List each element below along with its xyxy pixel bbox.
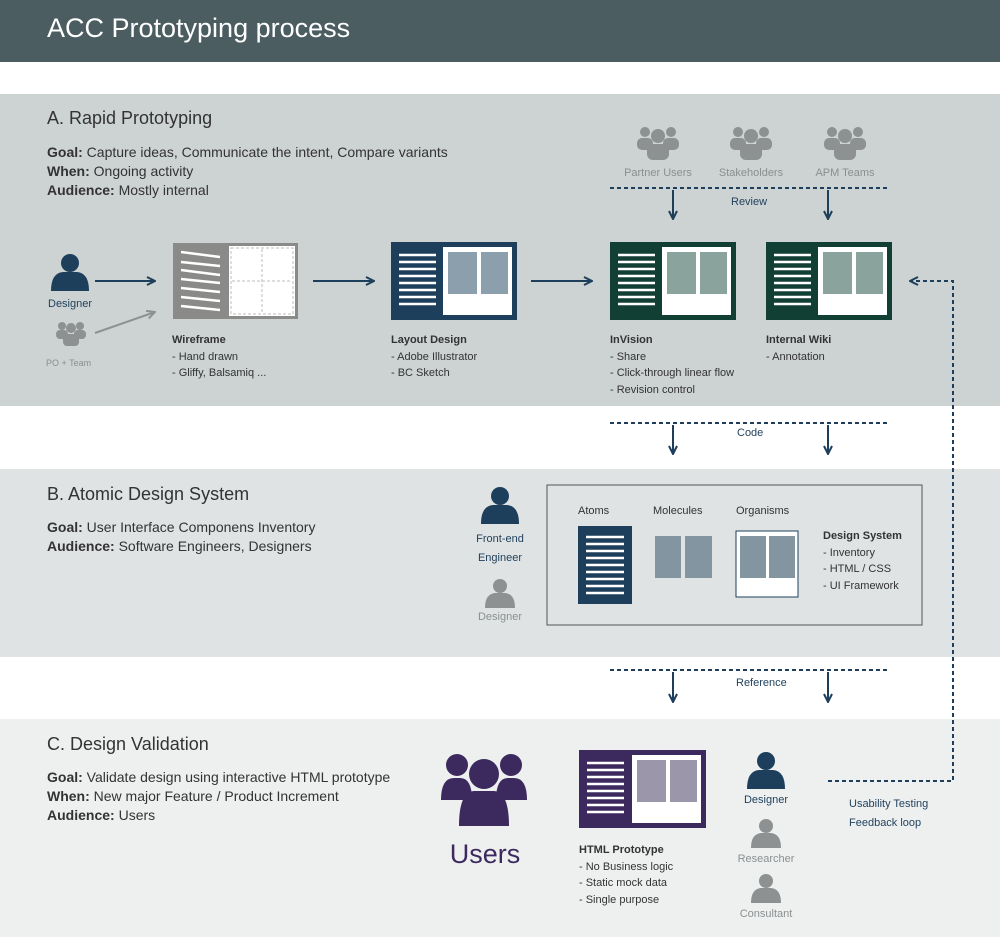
designer-person-icon [51,254,89,291]
section-a-meta: Goal: Capture ideas, Communicate the int… [47,144,448,198]
atoms-icon [578,526,632,604]
wireframe-caption: Wireframe - Hand drawn - Gliffy, Balsami… [172,334,267,379]
organisms-icon [735,530,799,598]
frontend-engineer-label: Front-end Engineer [476,533,524,564]
layout-design-caption: Layout Design - Adobe Illustrator - BC S… [391,334,478,379]
internal-wiki-caption: Internal Wiki - Annotation [766,334,832,363]
researcher-label: Researcher [737,853,795,865]
group-icon [637,127,679,160]
researcher-person-icon [751,819,781,848]
designer-label: Designer [48,298,93,310]
consultant-person-icon [751,874,781,903]
html-prototype-caption: HTML Prototype - No Business logic - Sta… [579,844,674,906]
html-prototype-icon [579,750,706,828]
wireframe-icon [173,243,298,319]
designer-person-icon [747,752,785,789]
design-system-box [546,484,923,626]
po-team-label: PO + Team [46,358,92,368]
group-icon [824,127,866,160]
section-c-title: C. Design Validation [47,734,209,754]
molecules-icon [655,536,712,578]
users-label: Users [449,839,521,869]
designer-person-icon [485,579,515,608]
feedback-loop-dashed-line [828,281,954,782]
section-c-meta: Goal: Validate design using interactive … [47,769,391,823]
layout-design-icon [391,242,517,320]
header-bar: ACC Prototyping process [0,0,1000,62]
invision-caption: InVision - Share - Click-through linear … [610,334,735,396]
reviewer-label: Stakeholders [718,167,784,179]
section-b-title: B. Atomic Design System [47,484,250,504]
section-c-band [0,719,1000,937]
internal-wiki-icon [766,242,892,320]
molecules-label: Molecules [653,505,703,517]
design-system-caption: Design System - Inventory - HTML / CSS -… [823,530,902,592]
invision-icon [610,242,736,320]
page-title: ACC Prototyping process [47,13,351,43]
organisms-label: Organisms [736,505,790,517]
flow-arrow [94,312,155,334]
reviewer-label: APM Teams [815,167,875,179]
designer-label: Designer [477,611,523,623]
section-a-title: A. Rapid Prototyping [47,108,213,128]
group-icon [730,127,772,160]
usability-feedback-label: Usability Testing Feedback loop [849,798,929,829]
section-b-meta: Goal: User Interface Componens Inventory… [47,519,316,554]
po-team-group-icon [56,322,86,346]
designer-label: Designer [743,794,789,806]
users-group-icon [441,754,527,826]
frontend-engineer-person-icon [481,487,519,524]
consultant-label: Consultant [739,908,793,920]
reviewer-label: Partner Users [624,167,692,179]
atoms-label: Atoms [578,505,610,517]
code-label: Code [737,427,764,439]
review-label: Review [731,196,768,208]
reference-label: Reference [736,677,787,689]
